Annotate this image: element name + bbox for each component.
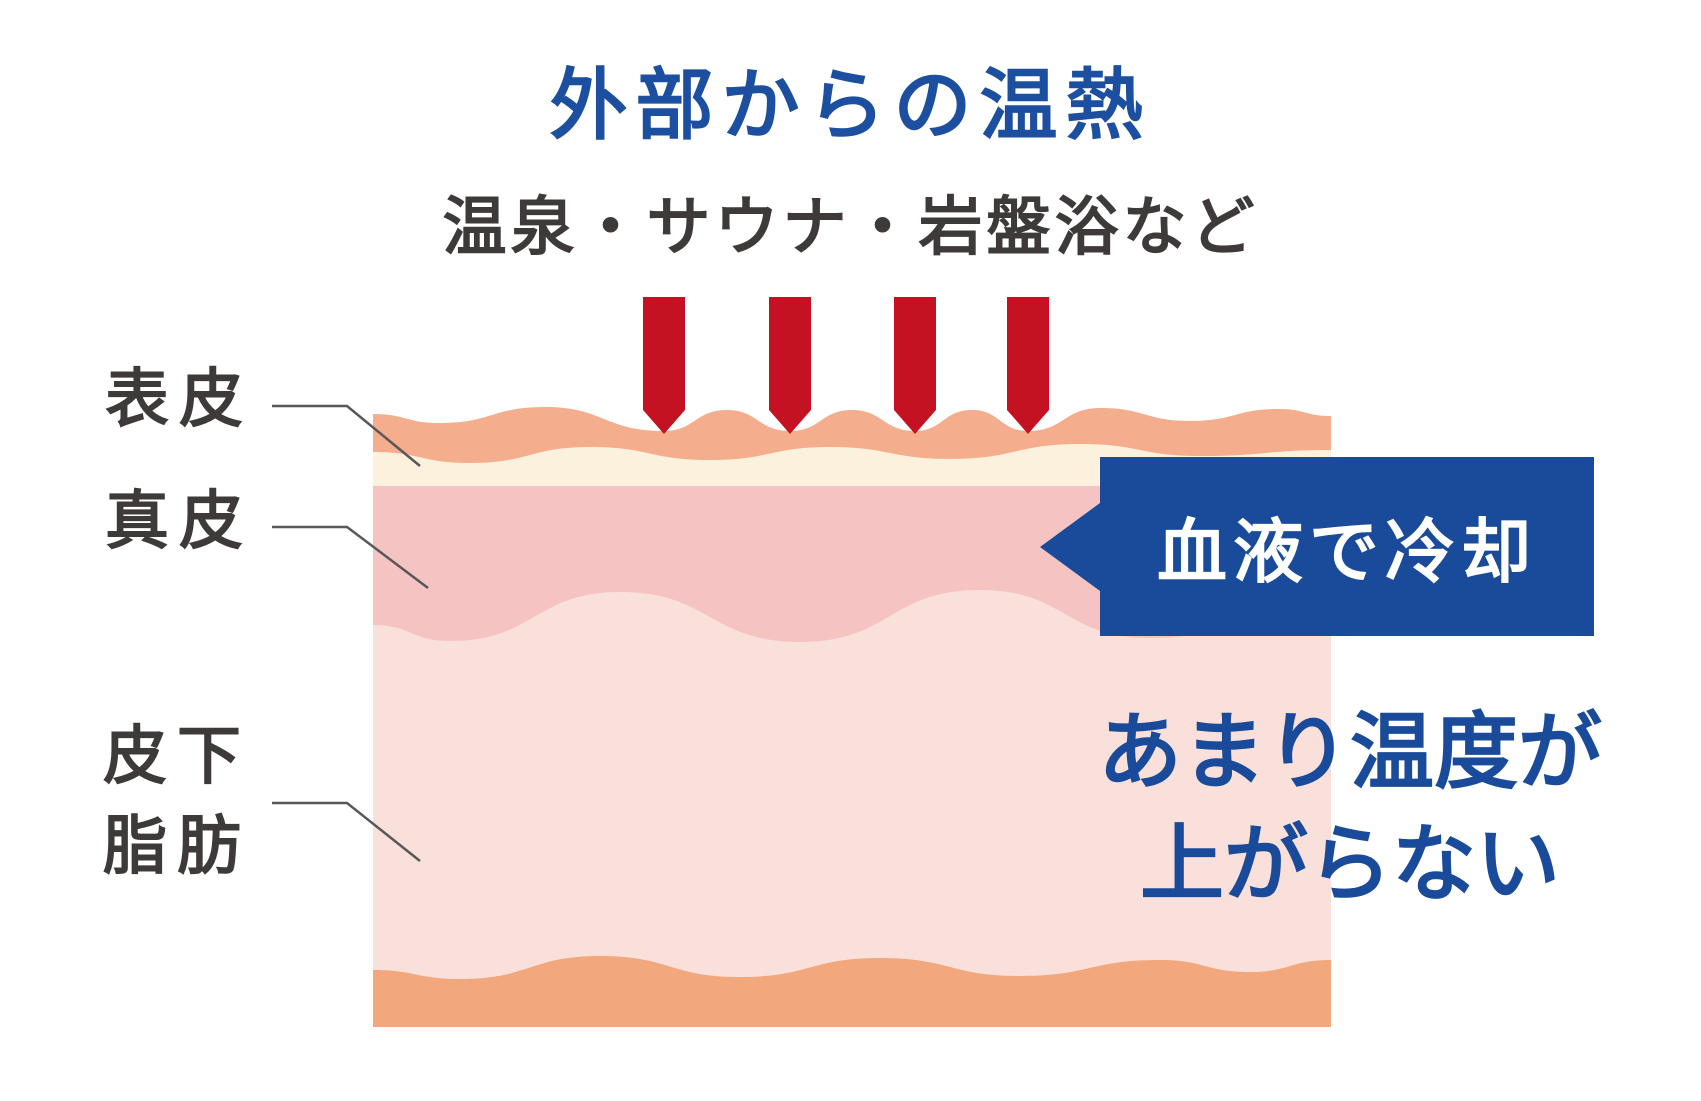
- dermis-label: 真皮: [105, 485, 253, 559]
- subcutaneous-leader-line: [272, 801, 421, 862]
- heat-arrows: [643, 297, 1049, 434]
- temperature-note: あまり温度が 上がらない: [1000, 696, 1700, 920]
- subcutaneous-fat-layer: [373, 590, 1331, 1027]
- dermis-leader-line: [272, 525, 429, 589]
- callout-label: 血液で冷却: [1157, 511, 1537, 593]
- temperature-note-line2: 上がらない: [1139, 815, 1560, 913]
- subcutaneous-fat-label-line2: 脂肪: [103, 810, 251, 884]
- callout-bubble: [1040, 457, 1594, 636]
- subcutaneous-fat-label: 皮下 脂肪: [103, 712, 251, 892]
- heat-arrow-icon: [769, 297, 811, 434]
- base-tissue-layer: [373, 956, 1331, 1027]
- epidermis-label: 表皮: [105, 363, 253, 437]
- leader-lines: [272, 404, 429, 862]
- subcutaneous-fat-label-line1: 皮下: [103, 720, 251, 794]
- temperature-note-line1: あまり温度が: [1097, 703, 1602, 801]
- diagram-subtitle: 温泉・サウナ・岩盤浴など: [442, 191, 1259, 265]
- skin-illustration: [373, 407, 1331, 1027]
- heat-arrow-icon: [1007, 297, 1049, 434]
- heat-arrow-icon: [894, 297, 936, 434]
- heat-arrow-icon: [643, 297, 685, 434]
- epidermis-leader-line: [272, 404, 421, 467]
- diagram-title: 外部からの温熱: [549, 61, 1152, 151]
